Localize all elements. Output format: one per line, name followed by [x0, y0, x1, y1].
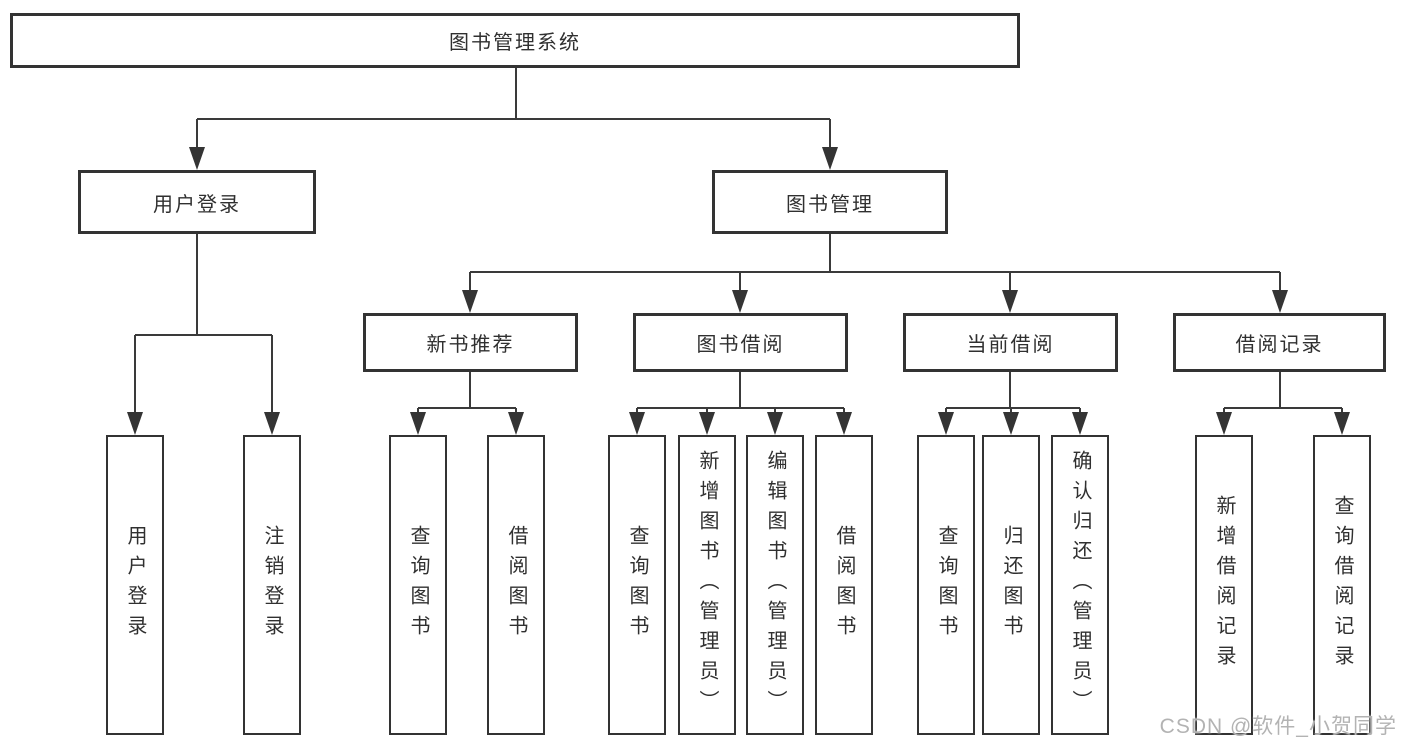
csdn-watermark: CSDN @软件_小贺同学: [1159, 715, 1397, 738]
connector-book-borrowing-arrowheads: [629, 412, 852, 435]
leaf-records-query-borrow-record-label: 查询借阅记录: [1331, 495, 1353, 675]
leaf-borrow-edit-books-admin-label: 编辑图书（管理员）: [764, 450, 786, 720]
leaf-records-add-borrow-record: 新增借阅记录: [1195, 435, 1253, 735]
connector-current-borrowing-arrowheads: [938, 412, 1088, 435]
node-user-login: 用户登录: [78, 170, 316, 234]
leaf-user-login-label: 用户登录: [124, 525, 146, 645]
leaf-current-return-books-label: 归还图书: [1000, 525, 1022, 645]
connector-book-borrowing-to-leaves: [629, 372, 852, 435]
leaf-rec-query-books: 查询图书: [389, 435, 447, 735]
node-borrowing-records-label: 借阅记录: [1235, 334, 1324, 356]
leaf-rec-borrow-books: 借阅图书: [487, 435, 545, 735]
leaf-borrow-add-books-admin-label: 新增图书（管理员）: [696, 450, 718, 720]
node-new-book-recommendation: 新书推荐: [363, 313, 578, 372]
leaf-borrow-query-books: 查询图书: [608, 435, 666, 735]
leaf-current-query-books-label: 查询图书: [935, 525, 957, 645]
node-new-book-recommendation-label: 新书推荐: [426, 334, 515, 356]
node-borrowing-records: 借阅记录: [1173, 313, 1386, 372]
connector-new-book-recommendation-to-leaves: [410, 372, 524, 435]
leaf-rec-query-books-label: 查询图书: [407, 525, 429, 645]
leaf-borrow-query-books-label: 查询图书: [626, 525, 648, 645]
leaf-borrow-borrow-books: 借阅图书: [815, 435, 873, 735]
node-user-login-label: 用户登录: [153, 193, 241, 216]
leaf-borrow-add-books-admin: 新增图书（管理员）: [678, 435, 736, 735]
leaf-current-confirm-return-admin: 确认归还（管理员）: [1051, 435, 1109, 735]
node-book-borrowing-label: 图书借阅: [696, 334, 785, 356]
connector-user-login-to-leaves: [127, 234, 280, 435]
connector-root-to-level2: [189, 68, 838, 170]
connector-book-borrowing-lines: [636, 372, 845, 428]
node-book-management-label: 图书管理: [786, 193, 874, 216]
node-root: 图书管理系统: [10, 13, 1020, 68]
leaf-borrow-edit-books-admin: 编辑图书（管理员）: [746, 435, 804, 735]
leaf-user-login: 用户登录: [106, 435, 164, 735]
connector-root-lines: [196, 68, 831, 166]
leaf-current-query-books: 查询图书: [917, 435, 975, 735]
leaf-borrow-borrow-books-label: 借阅图书: [833, 525, 855, 645]
leaf-current-confirm-return-admin-label: 确认归还（管理员）: [1069, 450, 1091, 720]
connector-borrowing-records-to-leaves: [1216, 372, 1350, 435]
connector-user-login-lines: [134, 234, 273, 428]
connector-book-management-to-level3: [462, 234, 1288, 313]
connector-new-book-recommendation-lines: [417, 372, 517, 428]
connector-current-borrowing-to-leaves: [938, 372, 1088, 435]
connector-new-book-recommendation-arrowheads: [410, 412, 524, 435]
leaf-records-query-borrow-record: 查询借阅记录: [1313, 435, 1371, 735]
leaf-logout-login-label: 注销登录: [261, 525, 283, 645]
connector-book-management-arrowheads: [462, 290, 1288, 313]
leaf-records-add-borrow-record-label: 新增借阅记录: [1213, 495, 1235, 675]
connector-borrowing-records-lines: [1223, 372, 1343, 428]
node-book-borrowing: 图书借阅: [633, 313, 848, 372]
node-current-borrowing: 当前借阅: [903, 313, 1118, 372]
node-root-label: 图书管理系统: [449, 32, 581, 54]
connector-borrowing-records-arrowheads: [1216, 412, 1350, 435]
connector-book-management-lines: [469, 234, 1281, 306]
node-book-management: 图书管理: [712, 170, 948, 234]
connector-user-login-arrowheads: [127, 412, 280, 435]
leaf-rec-borrow-books-label: 借阅图书: [505, 525, 527, 645]
leaf-logout-login: 注销登录: [243, 435, 301, 735]
node-current-borrowing-label: 当前借阅: [966, 334, 1055, 356]
connector-root-arrowheads: [189, 147, 838, 170]
leaf-current-return-books: 归还图书: [982, 435, 1040, 735]
